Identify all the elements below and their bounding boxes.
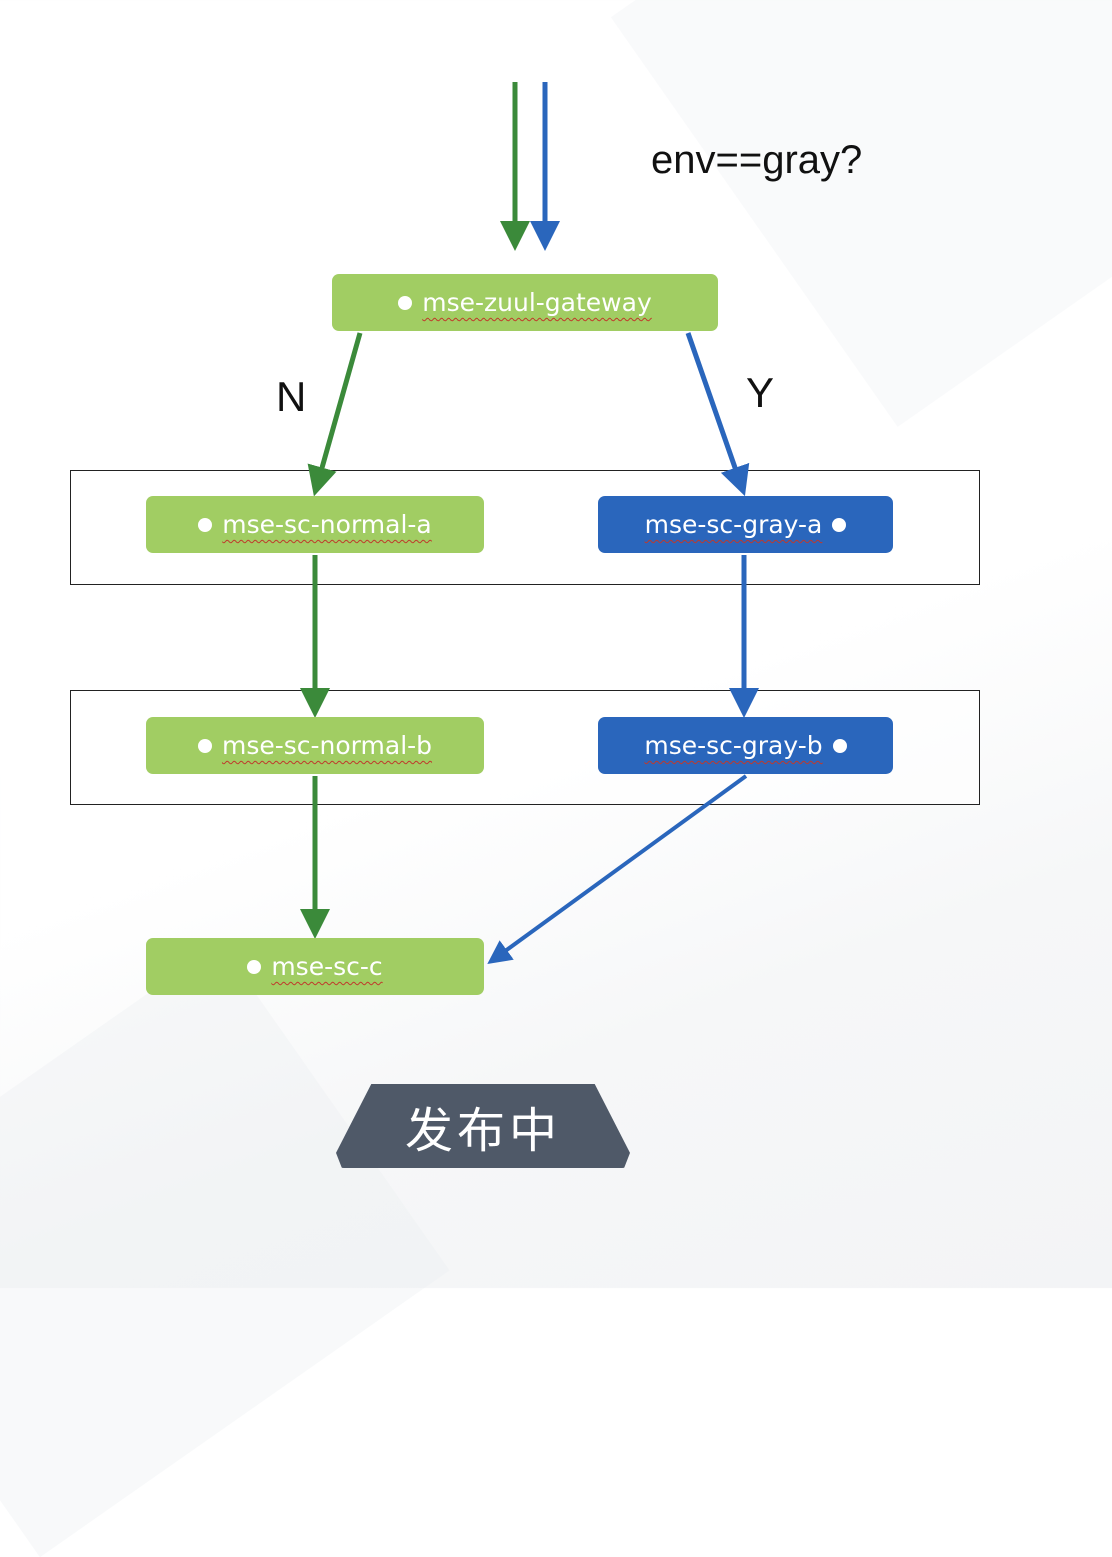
edge-gateway-gray-a xyxy=(685,332,750,497)
status-dot-icon xyxy=(832,517,847,532)
node-normal-b[interactable]: mse-sc-normal-b xyxy=(146,717,484,774)
status-dot-icon xyxy=(247,959,262,974)
node-c[interactable]: mse-sc-c xyxy=(146,938,484,995)
node-label: mse-sc-gray-a xyxy=(644,510,823,539)
node-label: mse-zuul-gateway xyxy=(422,288,652,317)
edges-layer xyxy=(300,82,759,965)
node-label: mse-sc-gray-b xyxy=(644,731,823,760)
node-gray-a[interactable]: mse-sc-gray-a xyxy=(598,496,893,553)
node-gray-b[interactable]: mse-sc-gray-b xyxy=(598,717,893,774)
node-label: mse-sc-normal-a xyxy=(222,510,432,539)
condition-label: env==gray? xyxy=(651,138,863,182)
status-dot-icon xyxy=(197,738,212,753)
edge-gateway-normal-a xyxy=(307,332,363,497)
node-label: mse-sc-c xyxy=(271,952,383,981)
node-label: mse-sc-normal-b xyxy=(221,731,433,760)
status-dot-icon xyxy=(398,295,413,310)
status-dot-icon xyxy=(198,517,213,532)
branch-label-no: N xyxy=(276,373,307,420)
status-badge: 发布中 xyxy=(336,1084,630,1168)
branch-label-yes: Y xyxy=(746,369,775,416)
node-normal-a[interactable]: mse-sc-normal-a xyxy=(146,496,484,553)
node-gateway[interactable]: mse-zuul-gateway xyxy=(332,274,718,331)
status-dot-icon xyxy=(832,738,847,753)
edge-gray-b-c xyxy=(487,774,748,965)
